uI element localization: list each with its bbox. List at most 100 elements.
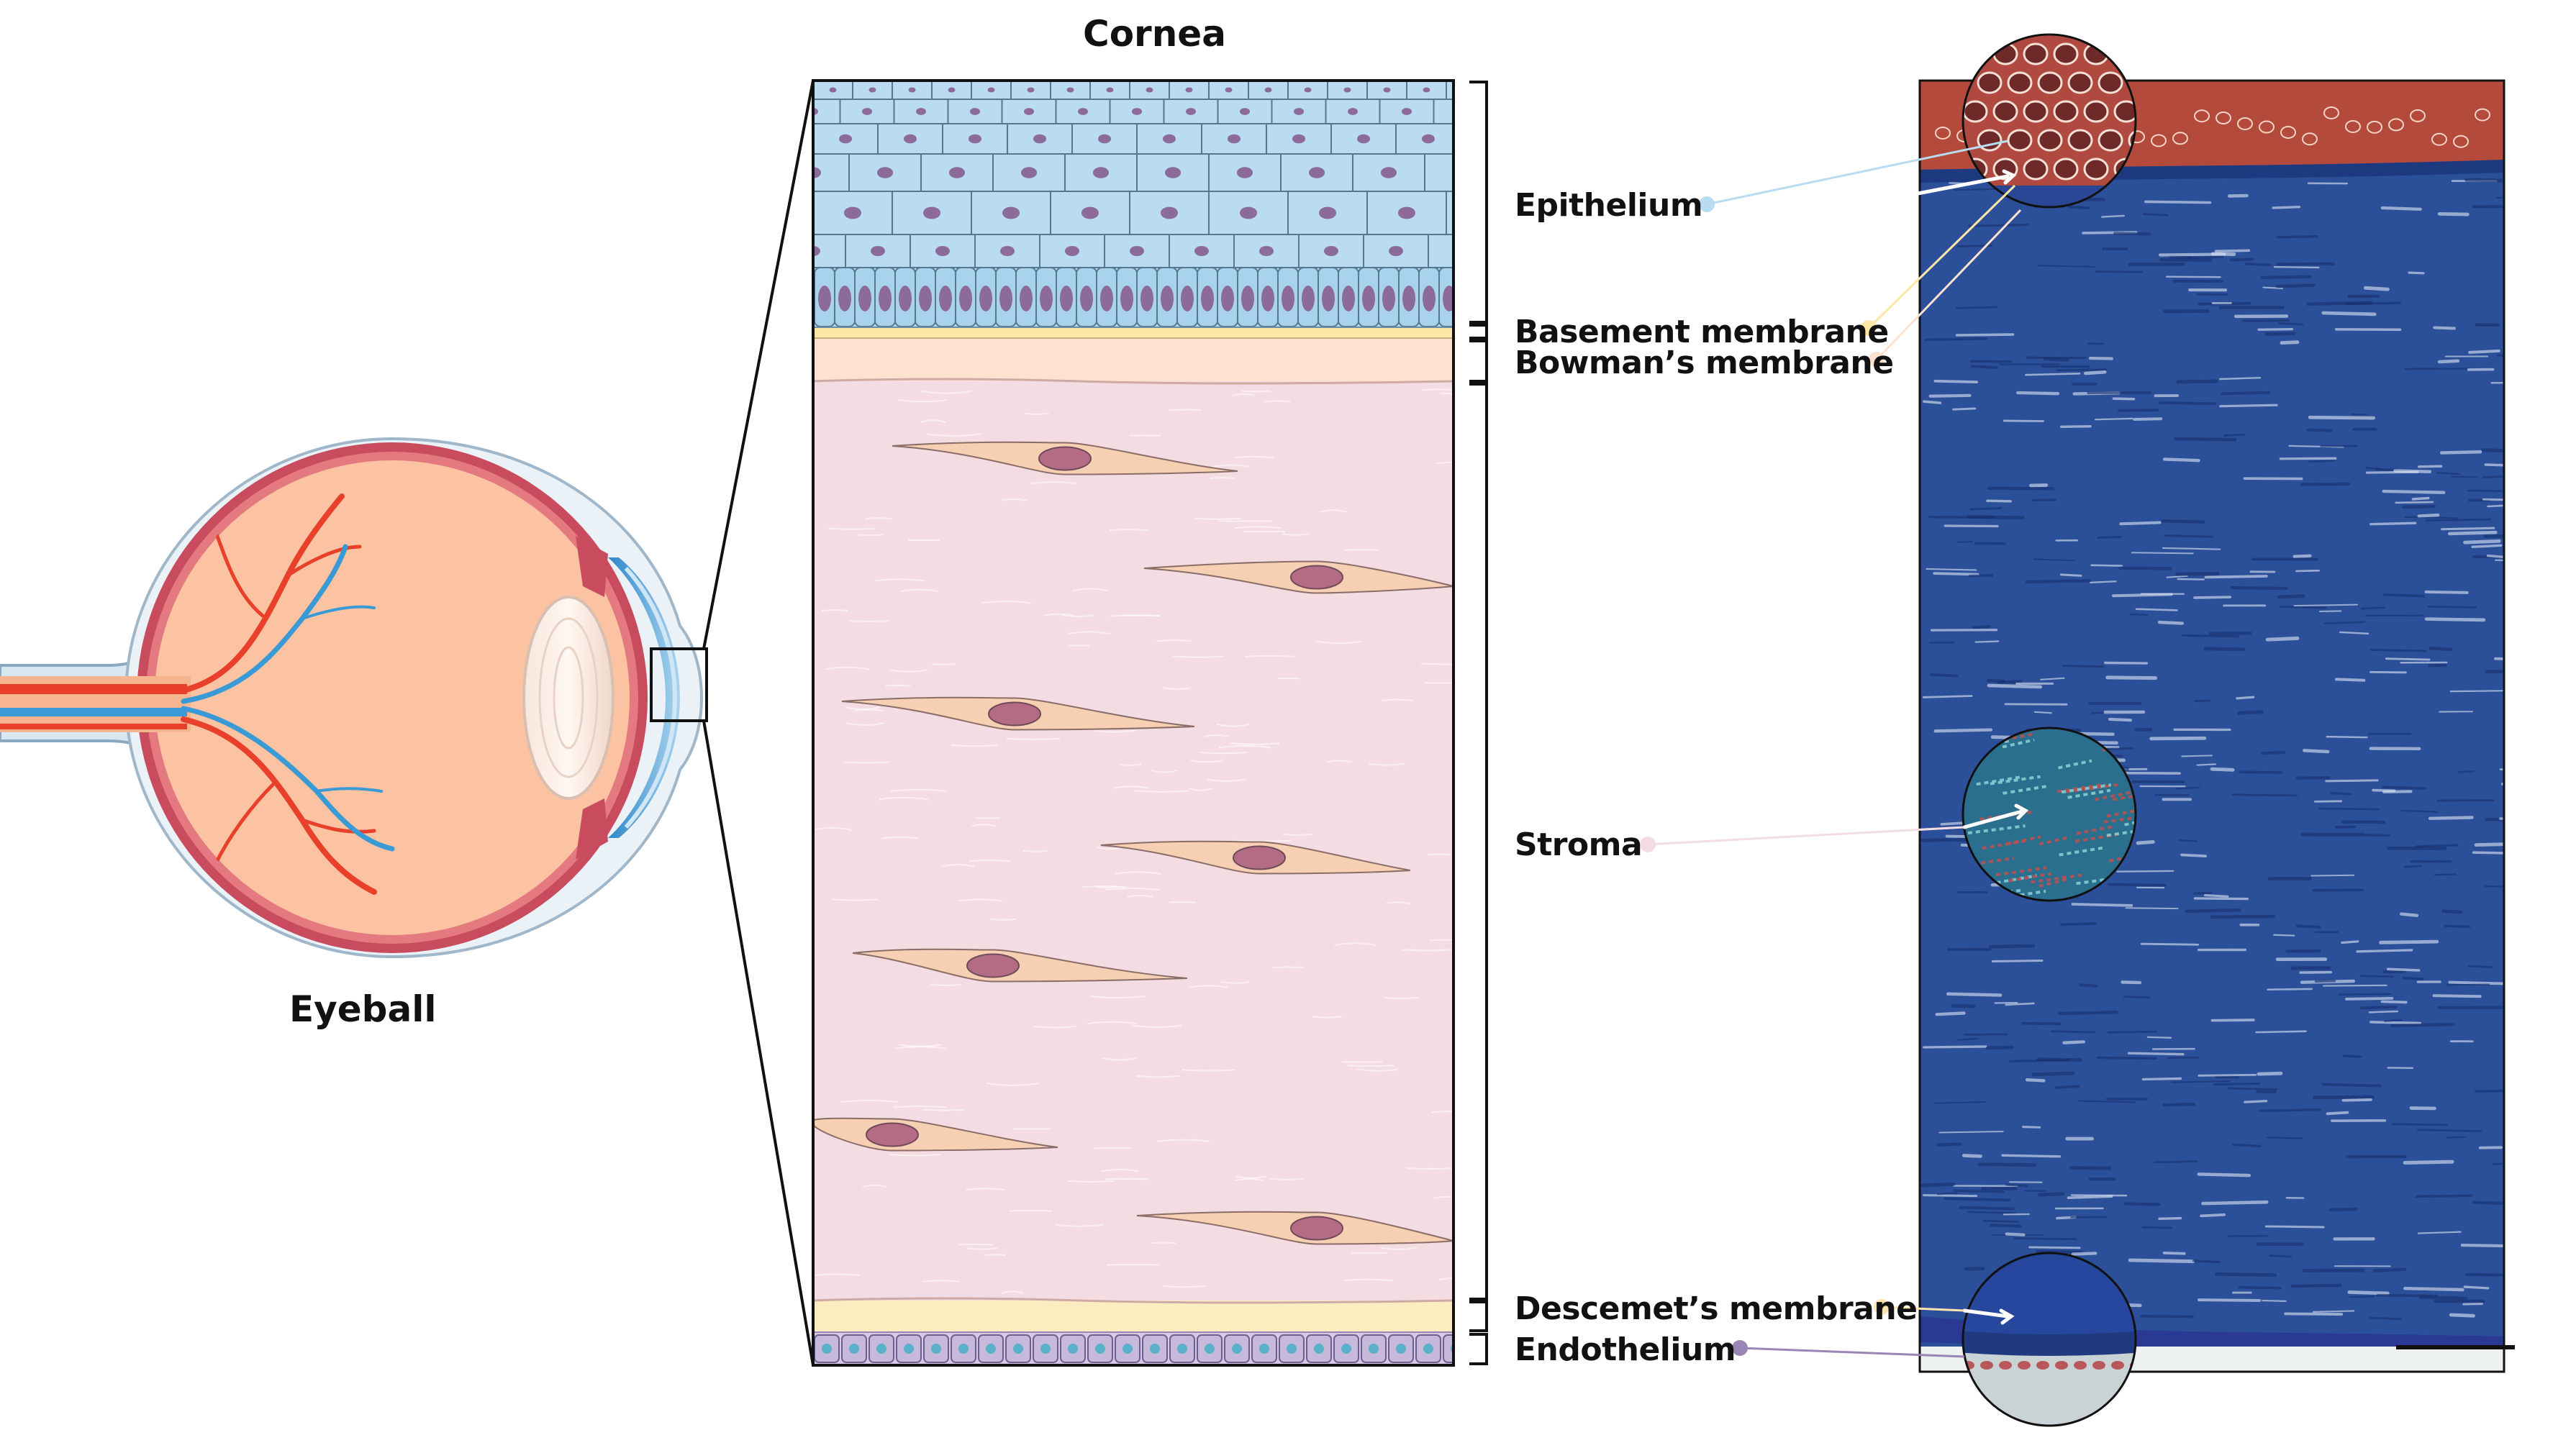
endothelial-nucleus bbox=[1150, 1344, 1160, 1354]
epithelial-nucleus bbox=[1194, 246, 1209, 256]
basal-cell-nucleus bbox=[1161, 286, 1174, 311]
epithelial-nucleus bbox=[1002, 207, 1020, 219]
keratocyte-nucleus bbox=[1039, 447, 1091, 470]
basal-cell-nucleus bbox=[959, 286, 972, 311]
epithelial-nucleus bbox=[988, 88, 995, 93]
basal-cell-nucleus bbox=[1140, 286, 1153, 311]
layer-brackets bbox=[1469, 82, 1487, 1364]
epithelial-nucleus bbox=[839, 135, 852, 144]
epithelial-nucleus bbox=[844, 207, 861, 219]
basal-cell-nucleus bbox=[1080, 286, 1093, 311]
basal-cell-nucleus bbox=[1040, 286, 1053, 311]
epithelial-nucleus bbox=[1463, 88, 1470, 93]
epithelial-nucleus bbox=[1093, 167, 1109, 178]
epithelial-nucleus bbox=[1028, 88, 1035, 93]
endothelial-nucleus bbox=[931, 1344, 941, 1354]
epithelial-nucleus bbox=[904, 135, 917, 144]
endothelial-nucleus bbox=[1040, 1344, 1051, 1354]
epithelial-nucleus bbox=[871, 246, 885, 256]
basal-cell-nucleus bbox=[1181, 286, 1194, 311]
zoom-line-bottom bbox=[704, 721, 813, 1365]
endothelial-nucleus bbox=[1095, 1344, 1105, 1354]
epithelial-nucleus bbox=[1259, 246, 1274, 256]
eyeball-label: Eyeball bbox=[289, 991, 436, 1027]
histology-micrograph bbox=[1920, 81, 2564, 1375]
epithelial-nucleus bbox=[1389, 246, 1403, 256]
epithelial-nucleus bbox=[1344, 88, 1351, 93]
endothelial-nucleus bbox=[1287, 1344, 1297, 1354]
epithelial-nucleus bbox=[1324, 246, 1338, 256]
cornea-title: Cornea bbox=[1083, 16, 1226, 52]
endothelial-nucleus bbox=[1396, 1344, 1406, 1354]
epithelium-label: Epithelium bbox=[1515, 190, 1702, 222]
basal-cell-nucleus bbox=[1302, 286, 1315, 311]
keratocyte-nucleus bbox=[1291, 566, 1343, 589]
basal-cell-nucleus bbox=[818, 286, 831, 311]
epithelial-nucleus bbox=[1384, 88, 1391, 93]
epithelial-nucleus bbox=[1453, 246, 1468, 256]
dot-stroma bbox=[1640, 837, 1656, 852]
basal-cell-nucleus bbox=[939, 286, 952, 311]
basal-cell-nucleus bbox=[1261, 286, 1274, 311]
endothelial-nucleus bbox=[1232, 1344, 1242, 1354]
epithelial-nucleus bbox=[1305, 88, 1312, 93]
leader-stroma bbox=[1648, 827, 1964, 844]
epithelial-nucleus bbox=[830, 88, 837, 93]
epithelial-nucleus bbox=[1240, 207, 1257, 219]
epithelial-nucleus bbox=[877, 167, 893, 178]
keratocyte-nucleus bbox=[1291, 1217, 1343, 1240]
basal-cell-nucleus bbox=[1282, 286, 1294, 311]
endothelial-nucleus bbox=[1369, 1344, 1379, 1354]
epithelial-nucleus bbox=[1186, 88, 1193, 93]
epithelial-nucleus bbox=[1024, 108, 1034, 115]
epithelial-nucleus bbox=[1309, 167, 1325, 178]
basal-cell-nucleus bbox=[1100, 286, 1113, 311]
descemets-membrane-label: Descemet’s membrane bbox=[1515, 1293, 1918, 1325]
bracket-bowmans-membrane bbox=[1469, 341, 1487, 381]
epithelial-nucleus bbox=[1398, 207, 1415, 219]
epithelial-nucleus bbox=[1422, 135, 1435, 144]
basal-cell-nucleus bbox=[1342, 286, 1355, 311]
epithelial-nucleus bbox=[862, 108, 872, 115]
basal-cell-nucleus bbox=[1020, 286, 1033, 311]
endothelial-nucleus bbox=[904, 1344, 914, 1354]
basal-cell-nucleus bbox=[1402, 286, 1415, 311]
descemets-membrane-layer bbox=[813, 1301, 1453, 1332]
epithelial-nucleus bbox=[1000, 246, 1015, 256]
basal-cell-nucleus bbox=[879, 286, 892, 311]
epithelial-nucleus bbox=[1132, 108, 1142, 115]
bracket-stroma bbox=[1469, 384, 1487, 1299]
bowmans-membrane-layer bbox=[813, 338, 1453, 381]
basal-cell-nucleus bbox=[919, 286, 932, 311]
epithelial-nucleus bbox=[1423, 88, 1430, 93]
epithelial-nucleus bbox=[1348, 108, 1358, 115]
endothelial-nucleus bbox=[1423, 1344, 1433, 1354]
basal-cell-nucleus bbox=[1201, 286, 1214, 311]
zoom-line-top bbox=[704, 81, 813, 649]
epithelial-nucleus bbox=[970, 108, 980, 115]
epithelial-nucleus bbox=[1240, 108, 1250, 115]
endothelial-nucleus bbox=[1123, 1344, 1133, 1354]
epithelial-nucleus bbox=[1381, 167, 1397, 178]
keratocyte-nucleus bbox=[989, 703, 1040, 726]
basal-cell-nucleus bbox=[979, 286, 992, 311]
epithelial-nucleus bbox=[969, 135, 981, 144]
endothelial-nucleus bbox=[1068, 1344, 1078, 1354]
epithelial-nucleus bbox=[1161, 207, 1178, 219]
epithelial-nucleus bbox=[1163, 135, 1176, 144]
keratocyte-nucleus bbox=[967, 955, 1019, 978]
epithelial-nucleus bbox=[1319, 207, 1336, 219]
basal-cell-nucleus bbox=[1241, 286, 1254, 311]
epithelial-nucleus bbox=[1067, 88, 1074, 93]
epithelial-nucleus bbox=[1225, 88, 1233, 93]
epithelial-nucleus bbox=[1237, 167, 1253, 178]
epithelial-nucleus bbox=[1021, 167, 1037, 178]
endothelial-nucleus bbox=[1341, 1344, 1351, 1354]
bracket-descemets-membrane bbox=[1469, 1302, 1487, 1331]
basal-cell-nucleus bbox=[1322, 286, 1335, 311]
epithelial-nucleus bbox=[1456, 108, 1466, 115]
basement-membrane-label: Basement membrane bbox=[1515, 316, 1889, 348]
bowmans-membrane-label: Bowman’s membrane bbox=[1515, 347, 1894, 379]
epithelial-nucleus bbox=[909, 88, 916, 93]
